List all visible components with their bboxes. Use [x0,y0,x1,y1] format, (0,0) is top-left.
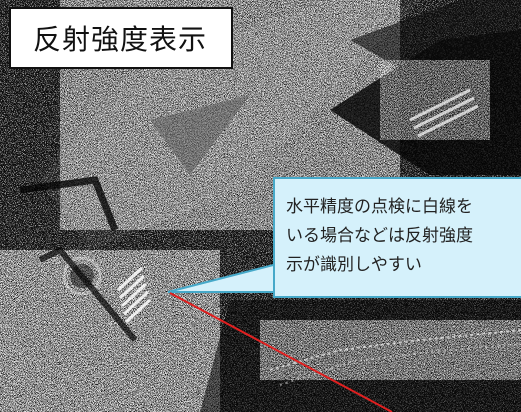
red-pointer-line [169,292,393,412]
image-title-label: 反射強度表示 [9,7,233,69]
callout-line-1: 水平精度の点検に白線を [286,197,473,217]
callout-note: 水平精度の点検に白線を いる場合などは反射強度 示が識別しやすい [273,177,521,298]
callout-line-2: いる場合などは反射強度 [286,226,473,246]
callout-line-3: 示が識別しやすい [286,255,422,275]
